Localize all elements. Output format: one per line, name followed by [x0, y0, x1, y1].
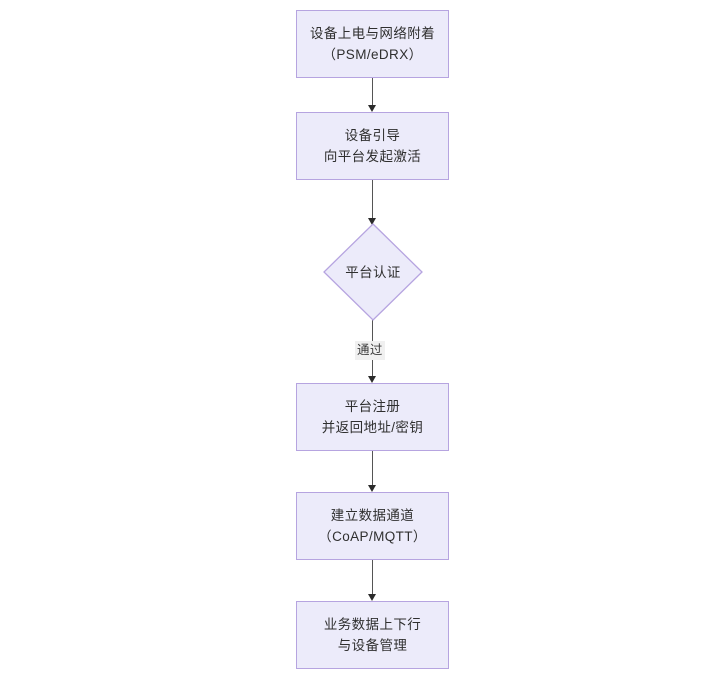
flow-node-line: 业务数据上下行 — [323, 617, 422, 632]
connector-stem — [372, 78, 373, 105]
flow-node-line: （CoAP/MQTT） — [318, 529, 427, 544]
arrow-head-icon — [368, 376, 376, 383]
flow-node-line: 与设备管理 — [337, 638, 408, 653]
flow-node-line: 建立数据通道 — [330, 508, 415, 523]
flow-node-line: 平台注册 — [344, 399, 401, 414]
flow-node-platform-register[interactable]: 平台注册 并返回地址/密钥 — [296, 383, 449, 451]
connector-n5-n6 — [368, 560, 376, 601]
flow-node-line: 并返回地址/密钥 — [321, 420, 424, 435]
arrow-head-icon — [368, 485, 376, 492]
flow-node-device-bootstrap[interactable]: 设备引导 向平台发起激活 — [296, 112, 449, 180]
flow-node-line: （PSM/eDRX） — [322, 47, 423, 62]
connector-n1-n2 — [368, 78, 376, 112]
connector-n4-n5 — [368, 451, 376, 492]
arrow-head-icon — [368, 218, 376, 225]
flow-node-platform-auth[interactable]: 平台认证 — [323, 223, 423, 321]
connector-stem — [372, 180, 373, 218]
flow-node-data-channel[interactable]: 建立数据通道 （CoAP/MQTT） — [296, 492, 449, 560]
flow-node-line: 设备引导 — [344, 128, 401, 143]
flow-node-line: 向平台发起激活 — [323, 149, 422, 164]
arrow-head-icon — [368, 105, 376, 112]
flow-node-line: 平台认证 — [345, 264, 401, 280]
connector-n2-n3 — [368, 180, 376, 225]
connector-stem — [372, 560, 373, 594]
arrow-head-icon — [368, 594, 376, 601]
flow-node-device-power-on[interactable]: 设备上电与网络附着 （PSM/eDRX） — [296, 10, 449, 78]
connector-stem — [372, 451, 373, 485]
flow-node-business-data[interactable]: 业务数据上下行 与设备管理 — [296, 601, 449, 669]
diamond-shape-icon — [323, 223, 423, 321]
edge-label-pass: 通过 — [355, 341, 385, 360]
flow-node-line: 设备上电与网络附着 — [309, 26, 436, 41]
